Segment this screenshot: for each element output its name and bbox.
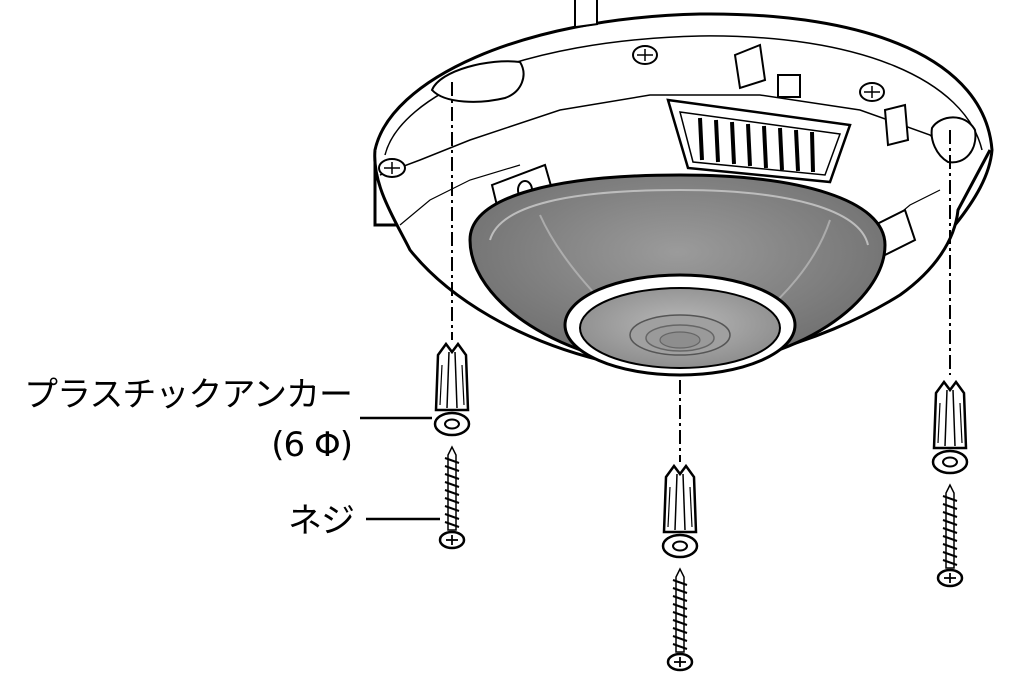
plastic-anchor (433, 341, 471, 437)
plastic-anchor (931, 379, 969, 475)
screw (666, 567, 694, 672)
screw-label: ネジ (288, 501, 355, 541)
anchor-size-label: (6 Φ) (271, 425, 353, 465)
anchor-screw-set-left (433, 341, 471, 550)
mount-hole-right (930, 116, 977, 164)
rim-screw-top-right (859, 82, 885, 102)
rim-screw-left (378, 158, 406, 178)
rim-screw-top-left (632, 45, 658, 65)
plastic-anchor (661, 463, 699, 559)
camera-lens (563, 273, 797, 377)
plastic-anchor-label: プラスチックアンカー (24, 375, 353, 415)
mount-hole-left (430, 60, 525, 103)
screw (438, 445, 466, 550)
anchor-screw-set-right (931, 379, 969, 588)
anchor-screw-set-center (661, 463, 699, 672)
screw (936, 483, 964, 588)
guide-lines (451, 82, 951, 462)
vent-grille (666, 98, 852, 184)
